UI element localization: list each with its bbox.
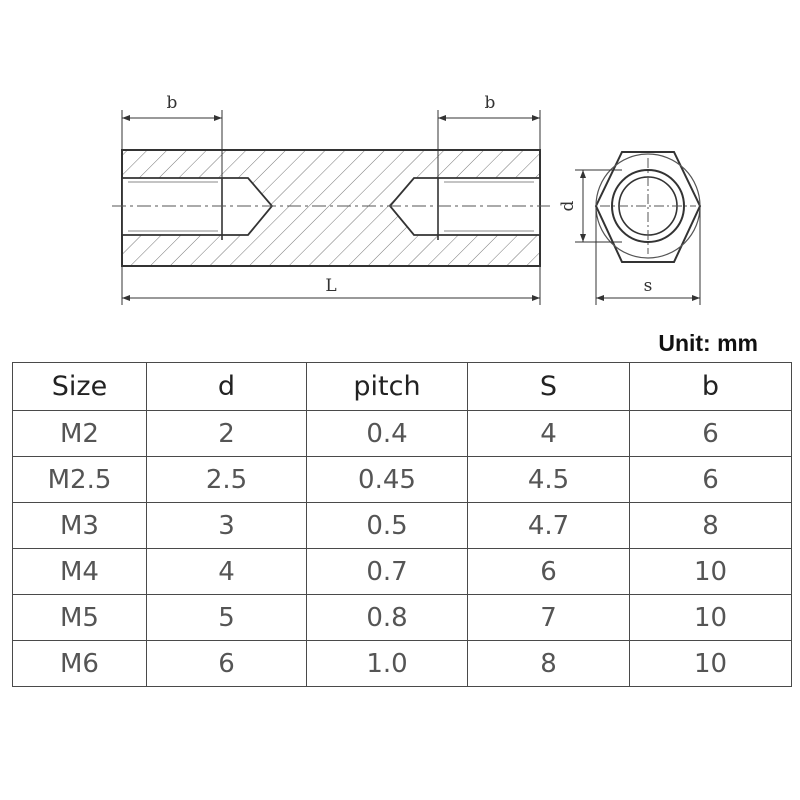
hex-end-view [594,151,702,263]
table-header-row: Size d pitch S b [12,362,792,411]
cell-size: M4 [12,548,147,595]
header-pitch: pitch [306,362,468,411]
dimension-b-left-label: b [167,93,178,113]
unit-label: Unit: mm [658,330,758,356]
dimension-d-label: d [558,200,578,211]
cell-s: 6 [467,548,630,595]
dimension-b-right-label: b [485,93,496,113]
header-b: b [629,362,792,411]
dimension-b-right: b [437,93,541,178]
table-row: M6 6 1.0 8 10 [12,640,792,687]
cell-s: 4 [467,410,630,457]
cell-b: 10 [629,548,792,595]
table-row: M2 2 0.4 4 6 [12,410,792,457]
cell-pitch: 0.45 [306,456,468,503]
cell-size: M3 [12,502,147,549]
header-d: d [146,362,307,411]
table-row: M4 4 0.7 6 10 [12,548,792,595]
dimension-d: d [558,169,622,243]
cell-pitch: 0.8 [306,594,468,641]
cell-b: 6 [629,410,792,457]
cell-pitch: 0.5 [306,502,468,549]
dimension-s: s [595,206,701,305]
cell-s: 7 [467,594,630,641]
dimension-b-left: b [121,93,223,178]
standoff-section-view [112,149,550,267]
cell-size: M2.5 [12,456,147,503]
cell-b: 10 [629,594,792,641]
cell-s: 8 [467,640,630,687]
header-s: S [467,362,630,411]
dimension-s-label: s [644,276,653,296]
header-size: Size [12,362,147,411]
cell-size: M2 [12,410,147,457]
cell-size: M5 [12,594,147,641]
dimension-L: L [121,266,541,305]
cell-pitch: 1.0 [306,640,468,687]
cell-b: 6 [629,456,792,503]
cell-d: 4 [146,548,307,595]
cell-d: 2 [146,410,307,457]
cell-size: M6 [12,640,147,687]
cell-d: 3 [146,502,307,549]
spec-table: Size d pitch S b M2 2 0.4 4 6 M2.5 2.5 0… [12,362,792,687]
cell-s: 4.5 [467,456,630,503]
cell-pitch: 0.4 [306,410,468,457]
dimension-L-label: L [325,276,336,296]
cell-d: 5 [146,594,307,641]
table-row: M2.5 2.5 0.45 4.5 6 [12,456,792,503]
table-row: M3 3 0.5 4.7 8 [12,502,792,549]
cell-d: 2.5 [146,456,307,503]
cell-pitch: 0.7 [306,548,468,595]
cell-b: 10 [629,640,792,687]
cell-b: 8 [629,502,792,549]
cell-s: 4.7 [467,502,630,549]
table-row: M5 5 0.8 7 10 [12,594,792,641]
technical-drawing: b b L d s [112,93,702,305]
cell-d: 6 [146,640,307,687]
